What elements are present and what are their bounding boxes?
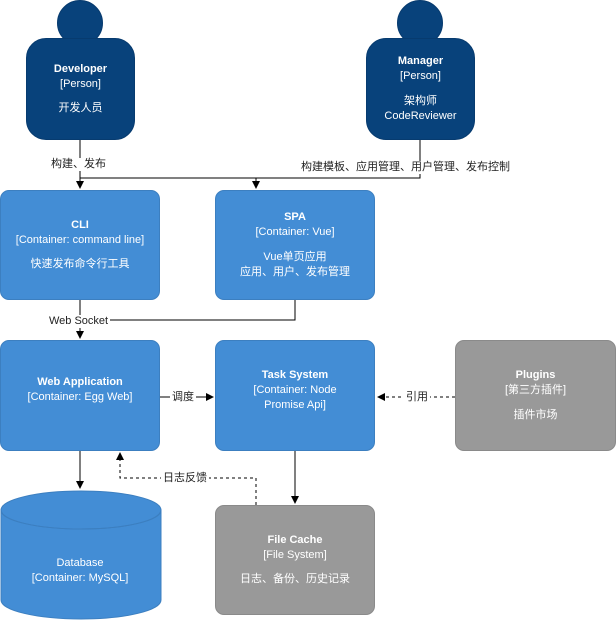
edge-label-build-publish: 构建、发布 (49, 158, 108, 171)
manager-desc-2: CodeReviewer (384, 109, 457, 122)
task-system-type-1: [Container: Node (253, 383, 337, 396)
plugins-name: Plugins (515, 369, 556, 382)
manager-desc-1: 架构师 (404, 95, 437, 107)
database-cylinder[interactable] (0, 490, 162, 630)
cli-name: CLI (71, 218, 89, 231)
spa-name: SPA (284, 211, 306, 224)
file-cache-desc: 日志、备份、历史记录 (240, 573, 350, 586)
edge-label-manager-actions: 构建模板、应用管理、用户管理、发布控制 (299, 161, 512, 174)
edge-filecache-webapp (116, 452, 257, 505)
plugins-desc: 插件市场 (513, 408, 558, 421)
database-label: Database [Container: MySQL] (0, 556, 160, 586)
edge-label-reference: 引用 (404, 391, 430, 404)
spa-type: [Container: Vue] (255, 226, 335, 239)
task-system-container[interactable]: Task System [Container: Node Promise Api… (215, 340, 375, 451)
manager-type: [Person] (400, 70, 441, 83)
developer-type: [Person] (60, 77, 101, 90)
edge-label-log-feedback: 日志反馈 (161, 472, 209, 485)
developer-desc: 开发人员 (58, 102, 103, 115)
cli-desc: 快速发布命令行工具 (30, 258, 130, 271)
edge-label-websocket: Web Socket (47, 315, 111, 328)
spa-desc-1: Vue单页应用 (263, 251, 327, 263)
developer-name: Developer (53, 62, 108, 75)
edge-label-schedule: 调度 (170, 391, 196, 404)
webapp-name: Web Application (37, 376, 123, 388)
plugins-type: [第三方插件] (504, 384, 567, 397)
webapp-container[interactable]: Web Application [Container: Egg Web] (0, 340, 160, 451)
manager-name: Manager (397, 55, 444, 68)
manager-person[interactable]: Manager [Person] 架构师 CodeReviewer (366, 38, 475, 140)
spa-desc-2: 应用、用户、发布管理 (240, 265, 350, 278)
cli-type: [Container: command line] (15, 233, 145, 246)
file-cache-type: [File System] (263, 548, 327, 561)
task-system-name: Task System (261, 369, 329, 381)
developer-person[interactable]: Developer [Person] 开发人员 (26, 38, 135, 140)
edge-developer-spa (80, 177, 260, 189)
edge-manager-spa (256, 140, 421, 179)
plugins-container[interactable]: Plugins [第三方插件] 插件市场 (455, 340, 616, 451)
database-name: Database (56, 557, 104, 569)
cli-container[interactable]: CLI [Container: command line] 快速发布命令行工具 (0, 190, 160, 300)
file-cache-name: File Cache (267, 533, 323, 546)
webapp-type: [Container: Egg Web] (27, 390, 133, 403)
spa-container[interactable]: SPA [Container: Vue] Vue单页应用 应用、用户、发布管理 (215, 190, 375, 300)
edge-spa-webapp (80, 300, 296, 321)
task-system-type-2: Promise Api] (264, 398, 326, 411)
database-type: [Container: MySQL] (31, 571, 129, 584)
file-cache-container[interactable]: File Cache [File System] 日志、备份、历史记录 (215, 505, 375, 615)
